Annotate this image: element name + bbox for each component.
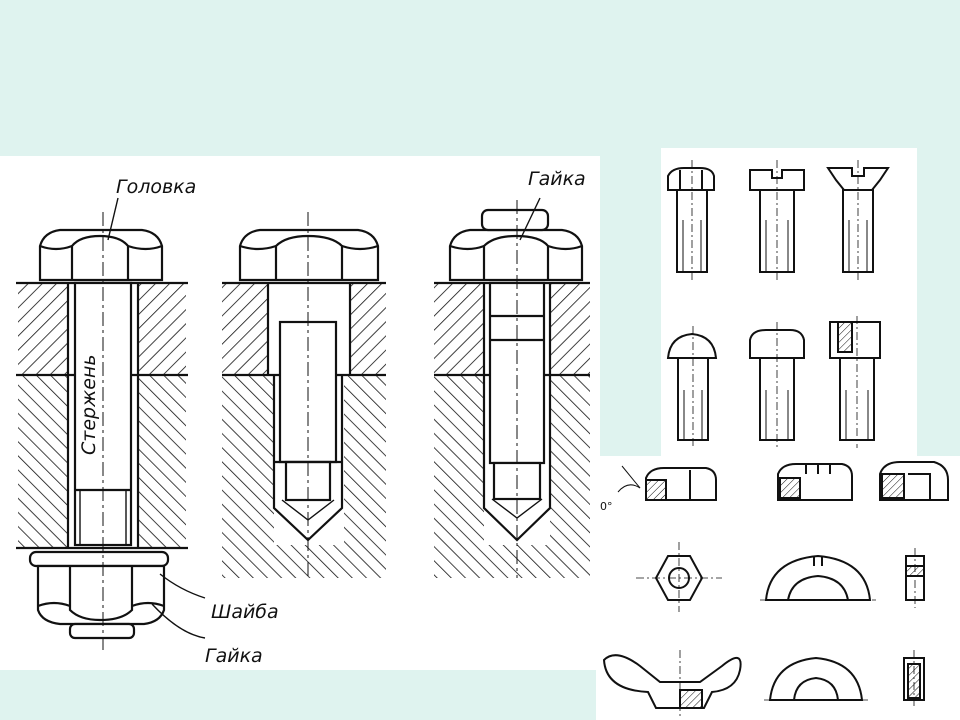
knurled-nut <box>903 650 925 708</box>
bolt-head-types-grid <box>666 160 890 448</box>
wing-nut <box>602 650 742 716</box>
countersunk-head-screw <box>826 160 890 280</box>
stud-with-nut-drawing <box>434 197 590 578</box>
screw-in-blind-hole-drawing <box>222 212 386 578</box>
head-label: Головка <box>116 176 196 198</box>
cap-nut-side <box>879 461 949 501</box>
cheese-head-screw <box>749 322 805 448</box>
slotted-cylinder-head-screw <box>749 160 805 280</box>
socket-head-screw <box>829 316 881 448</box>
slotted-nut-section <box>760 554 876 601</box>
hex-head-bolt <box>667 160 715 280</box>
small-nut-section <box>905 548 925 608</box>
shank-label: Стержень <box>78 354 100 455</box>
chamfered-hex-nut-side: 0° <box>600 465 717 513</box>
castle-nut-section <box>764 656 868 701</box>
round-head-screw <box>666 326 718 448</box>
nut-types-grid: 0° <box>600 461 949 716</box>
washer-label: Шайба <box>211 601 279 623</box>
nut-label: Гайка <box>205 645 263 667</box>
top-nut-label: Гайка <box>528 168 586 190</box>
slotted-nut-side <box>777 463 853 501</box>
hex-nut-top-view <box>636 542 722 612</box>
background-strip <box>0 670 600 720</box>
bolt-assembly-drawing <box>16 197 206 650</box>
svg-text:0°: 0° <box>600 500 613 513</box>
